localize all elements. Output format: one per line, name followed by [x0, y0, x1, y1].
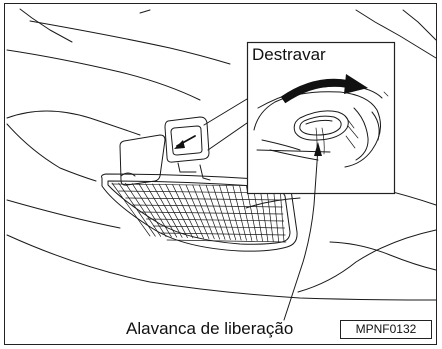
- release-lever-label: Alavanca de liberação: [126, 319, 294, 338]
- grille-mesh-line: [131, 183, 167, 238]
- grille-mesh-line: [145, 183, 178, 238]
- grille-mesh-line: [272, 186, 279, 243]
- grille-mesh-line: [166, 239, 287, 243]
- grille-mesh-line: [232, 185, 247, 241]
- callout-title: Destravar: [252, 45, 326, 64]
- unlock-arrow: [280, 74, 368, 104]
- grille-mesh-line: [152, 225, 285, 229]
- grille-mesh-line: [139, 211, 284, 215]
- callout-box: [246, 41, 396, 195]
- grille-mesh-line: [125, 182, 162, 237]
- grille-mesh-line: [239, 185, 253, 241]
- grille-mesh-line: [111, 182, 151, 237]
- grille-mesh: [111, 182, 287, 243]
- pointer-arrow-icon: [314, 142, 322, 156]
- grille-mesh-line: [118, 182, 156, 237]
- grille-mesh-line: [138, 183, 172, 238]
- grille-mesh-line: [151, 183, 183, 238]
- figure-frame: [4, 3, 437, 345]
- dashboard-contours: [6, 8, 437, 301]
- release-lever-pointer: [283, 142, 322, 321]
- removed-cover: [119, 134, 166, 186]
- grille-mesh-line: [178, 184, 204, 239]
- grille-mesh-line: [165, 183, 194, 239]
- lever-opening: [164, 116, 211, 181]
- grille-mesh-line: [192, 184, 215, 240]
- figure-code-box: MPNF0132: [340, 320, 432, 339]
- grille: [101, 173, 298, 252]
- grille-mesh-line: [199, 184, 221, 240]
- grille-mesh-line: [225, 185, 242, 241]
- grille-mesh-line: [158, 183, 188, 239]
- grille-mesh-line: [146, 218, 285, 222]
- grille-mesh-line: [125, 197, 282, 201]
- grille-mesh-line: [259, 186, 269, 242]
- arrow-head-icon: [344, 74, 368, 94]
- grille-mesh-line: [172, 184, 199, 239]
- grille-mesh-line: [219, 185, 237, 241]
- callout-leaders: [203, 98, 248, 151]
- grille-mesh-line: [205, 184, 226, 240]
- grille-mesh-line: [159, 232, 286, 236]
- grille-mesh-line: [279, 186, 285, 243]
- grille-mesh-line: [212, 185, 231, 240]
- release-lever: [293, 110, 349, 141]
- grille-mesh-line: [185, 184, 210, 239]
- grille-mesh-line: [252, 186, 263, 242]
- grille-mesh-line: [246, 185, 258, 242]
- small-arrow-icon: [174, 140, 185, 149]
- grille-mesh-line: [266, 186, 274, 242]
